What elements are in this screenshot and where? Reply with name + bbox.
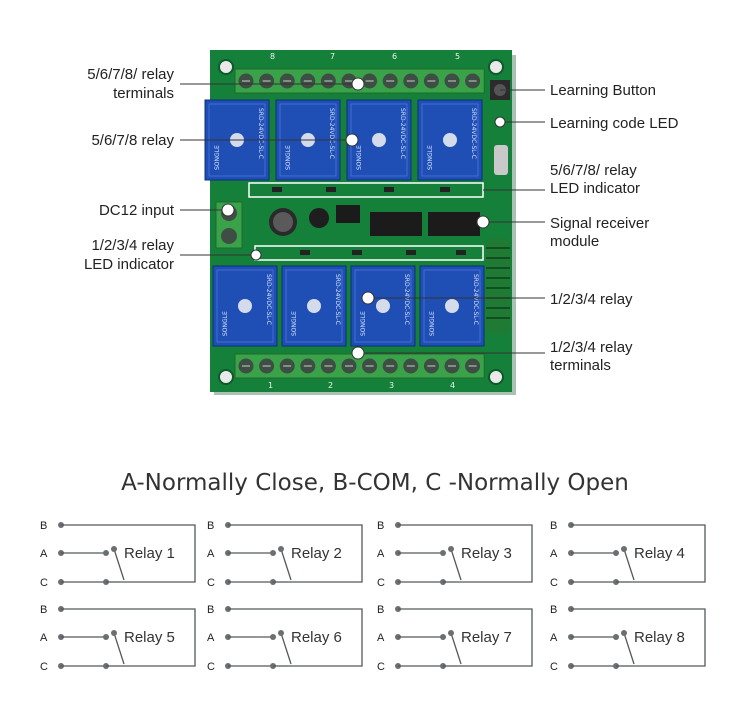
channel-label: 8 [270, 52, 275, 61]
callout-signal-receiver: module [550, 233, 599, 250]
channel-label: 2 [328, 381, 333, 390]
relay: SRD-24VDC-SL-C SONGLE [419, 265, 485, 347]
relay: SRD-24VDC-SL-C SONGLE [281, 265, 347, 347]
relay-marking: SRD-24VDC-SL-C [470, 108, 477, 159]
relay-marking: SRD-24VDC-SL-C [472, 274, 479, 325]
pin-label: A [40, 548, 48, 560]
top-channel-labels: 8 7 6 5 [270, 52, 460, 61]
pin-label: B [550, 520, 557, 532]
relay-marking: SRD-24VDC-SL-C [334, 274, 341, 325]
relay-wiring-cell: B A C Relay 4 [550, 520, 706, 589]
signal-receiver-module [486, 238, 510, 334]
relay-group-bottom: SRD-24VDC-SL-C SONGLE SRD-24VDC-SL-C SONGLE… [212, 265, 485, 347]
bottom-channel-labels: 1 2 3 4 [268, 381, 455, 390]
relay-brand: SONGLE [222, 311, 229, 336]
callout-dc-input: DC12 input [99, 202, 175, 219]
relay-brand: SONGLE [356, 145, 363, 170]
relay-wiring-cell: B A C Relay 7 [377, 604, 533, 673]
relay-marking: SRD-24VDC-SL-C [328, 108, 335, 159]
relay-name: Relay 2 [291, 545, 342, 562]
callout-learning-led: Learning code LED [550, 115, 679, 132]
pin-label: B [40, 604, 47, 616]
relay-wiring-cell: B A C Relay 6 [207, 604, 363, 673]
callout-signal-receiver: Signal receiver [550, 215, 649, 232]
relay-wiring-legend: B A C Relay 1 B A C Relay 2 B A C Relay 3 B A C Relay 4… [40, 520, 706, 673]
callout-relay-terminals-top: 5/6/7/8/ relay [87, 66, 174, 83]
ic-chip [336, 205, 360, 223]
relay: SRD-24VDC-SL-C SONGLE [417, 99, 483, 181]
callout-relay-terminals-bottom: 1/2/3/4 relay [550, 339, 633, 356]
capacitor [309, 208, 329, 228]
callout-relay-top: 5/6/7/8 relay [91, 132, 174, 149]
pin-label: B [207, 604, 214, 616]
pin-label: C [207, 577, 215, 589]
relay-wiring-cell: B A C Relay 3 [377, 520, 533, 589]
relay-marking: SRD-24VDC-SL-C [265, 274, 272, 325]
callout-led-indicator-bottom: LED indicator [84, 256, 174, 273]
callout-learning-button: Learning Button [550, 82, 656, 99]
relay-marking: SRD-24VDC-SL-C [403, 274, 410, 325]
relay-marking: SRD-24VDC-SL-C [399, 108, 406, 159]
callout-relay-terminals-bottom: terminals [550, 357, 611, 374]
callout-relay-bottom: 1/2/3/4 relay [550, 291, 633, 308]
channel-label: 3 [389, 381, 394, 390]
pin-label: C [40, 577, 48, 589]
callout-led-indicator-bottom: 1/2/3/4 relay [91, 237, 174, 254]
relay-brand: SONGLE [360, 311, 367, 336]
channel-label: 5 [455, 52, 460, 61]
relay-brand: SONGLE [429, 311, 436, 336]
relay-brand: SONGLE [285, 145, 292, 170]
pin-label: A [207, 548, 215, 560]
relay-brand: SONGLE [291, 311, 298, 336]
ic-chip [370, 212, 422, 236]
relay-brand: SONGLE [214, 145, 221, 170]
channel-label: 1 [268, 381, 273, 390]
relay-wiring-cell: B A C Relay 2 [207, 520, 363, 589]
relay-name: Relay 6 [291, 629, 342, 646]
relay: SRD-24VDC-SL-C SONGLE [350, 265, 416, 347]
relay-wiring-cell: B A C Relay 1 [40, 520, 196, 589]
relay-name: Relay 7 [461, 629, 512, 646]
relay-name: Relay 1 [124, 545, 175, 562]
channel-label: 6 [392, 52, 397, 61]
relay-name: Relay 5 [124, 629, 175, 646]
relay-name: Relay 4 [634, 545, 685, 562]
crystal [494, 145, 508, 175]
relay-wiring-cell: B A C Relay 5 [40, 604, 196, 673]
callout-led-indicator-top: LED indicator [550, 180, 640, 197]
pin-label: C [207, 661, 215, 673]
relay-name: Relay 3 [461, 545, 512, 562]
channel-label: 4 [450, 381, 455, 390]
callout-led-indicator-top: 5/6/7/8/ relay [550, 162, 637, 179]
ic-chip [428, 212, 480, 236]
pin-label: C [550, 577, 558, 589]
pin-label: C [40, 661, 48, 673]
pin-label: B [377, 604, 384, 616]
pin-label: A [550, 632, 558, 644]
pin-label: C [377, 661, 385, 673]
pin-label: A [377, 632, 385, 644]
relay: SRD-24VDC-SL-C SONGLE [212, 265, 278, 347]
pin-label: A [550, 548, 558, 560]
callout-dots [221, 77, 506, 360]
pin-label: A [207, 632, 215, 644]
pin-label: B [377, 520, 384, 532]
pin-label: C [550, 661, 558, 673]
relay-wiring-cell: B A C Relay 8 [550, 604, 706, 673]
channel-label: 7 [330, 52, 335, 61]
relay-name: Relay 8 [634, 629, 685, 646]
callout-lines [180, 83, 545, 354]
relay-brand: SONGLE [427, 145, 434, 170]
relay-marking: SRD-24VDC-SL-C [257, 108, 264, 159]
led-dots [272, 187, 466, 255]
callout-relay-terminals-top: terminals [113, 85, 174, 102]
pin-label: C [377, 577, 385, 589]
pin-label: B [207, 520, 214, 532]
pin-label: A [40, 632, 48, 644]
pin-label: B [40, 520, 47, 532]
legend-title: A-Normally Close, B-COM, C -Normally Ope… [121, 470, 629, 496]
pin-label: B [550, 604, 557, 616]
pin-label: A [377, 548, 385, 560]
